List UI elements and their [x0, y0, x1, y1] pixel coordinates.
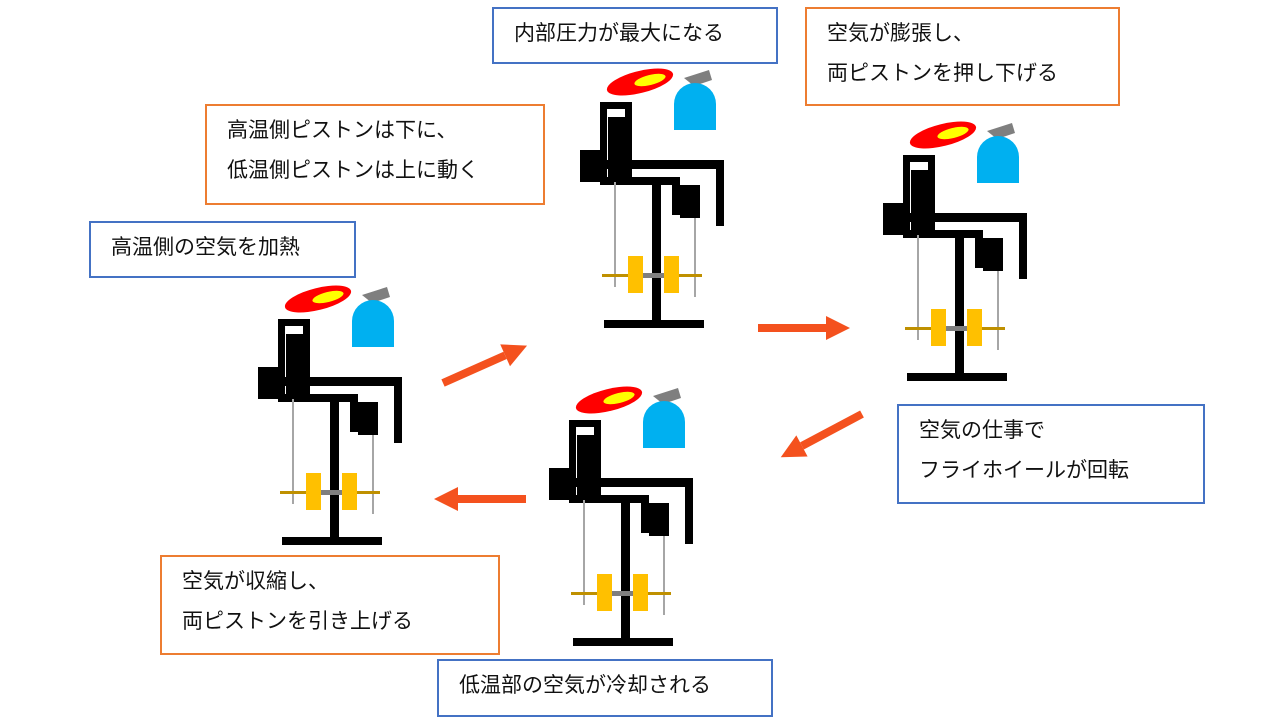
engine-state-1 — [257, 279, 403, 546]
engine-state-2 — [579, 62, 725, 329]
label-cold-side-cools: 低温部の空気が冷却される — [437, 659, 773, 717]
arrow-state3-to-state4 — [775, 403, 867, 467]
label-text-line2: 低温側ピストンは上に動く — [227, 158, 479, 182]
label-pistons-move: 高温側ピストンは下に、 低温側ピストンは上に動く — [205, 104, 545, 205]
label-text-line1: 高温側ピストンは下に、 — [227, 118, 458, 142]
label-text-line2: 両ピストンを押し下げる — [827, 61, 1058, 85]
engine-state-3 — [882, 115, 1028, 382]
label-max-pressure: 内部圧力が最大になる — [492, 7, 778, 64]
label-text-line2: フライホイールが回転 — [919, 458, 1129, 482]
arrow-state2-to-state3 — [758, 316, 850, 340]
engine-state-4 — [548, 380, 694, 647]
label-text: 低温部の空気が冷却される — [459, 673, 711, 697]
label-flywheel-rotates: 空気の仕事で フライホイールが回転 — [897, 404, 1205, 504]
label-text: 内部圧力が最大になる — [514, 21, 724, 45]
arrow-state4-to-state1 — [434, 487, 526, 511]
label-air-expands: 空気が膨張し、 両ピストンを押し下げる — [805, 7, 1120, 106]
label-heat-hot-side: 高温側の空気を加熱 — [89, 221, 356, 278]
label-text-line1: 空気が収縮し、 — [182, 569, 329, 593]
label-text-line1: 空気が膨張し、 — [827, 21, 974, 45]
label-text-line2: 両ピストンを引き上げる — [182, 609, 413, 633]
label-text: 高温側の空気を加熱 — [111, 235, 300, 259]
arrow-state1-to-state2 — [438, 335, 532, 394]
label-text-line1: 空気の仕事で — [919, 418, 1045, 442]
label-air-contracts: 空気が収縮し、 両ピストンを引き上げる — [160, 555, 500, 655]
